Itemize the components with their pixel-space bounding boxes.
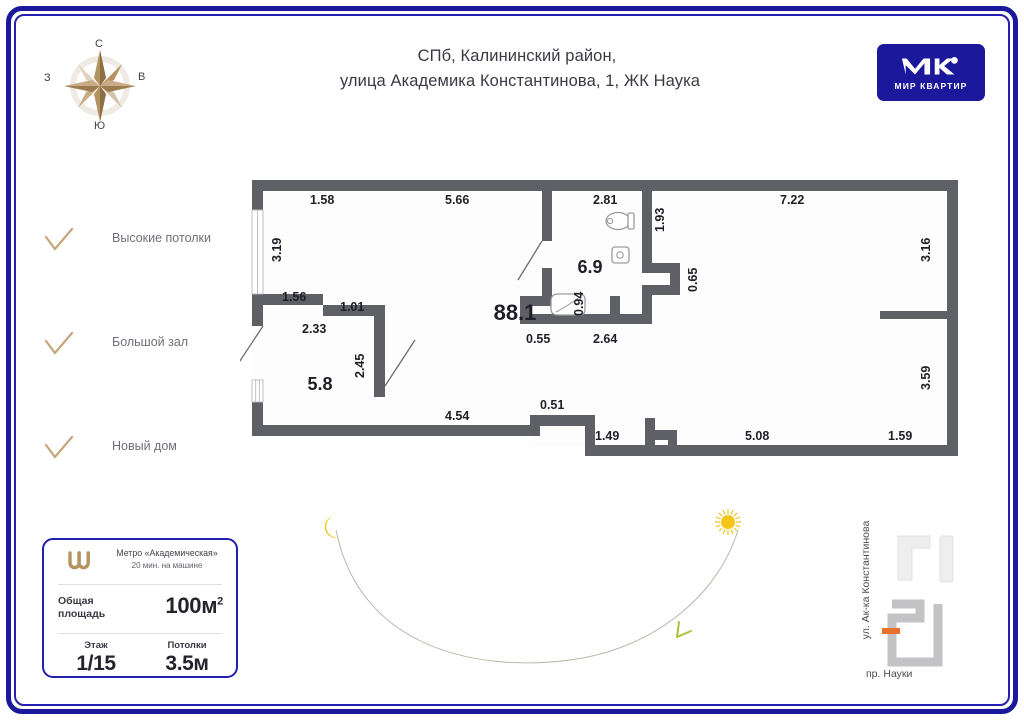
dim-5.66: 5.66 xyxy=(445,193,469,207)
feature-item-1: Большой зал xyxy=(44,332,254,436)
metro-texts: Метро «Академическая» 20 мин. на машине xyxy=(100,548,234,570)
mk-monogram-icon xyxy=(901,56,958,74)
floorplan-walls xyxy=(251,180,958,456)
room-area-labels: 88.1 6.9 5.8 xyxy=(307,257,602,394)
property-info-card: Метро «Академическая» 20 мин. на машине … xyxy=(42,538,238,678)
sink-icon xyxy=(611,246,630,264)
card-divider-2 xyxy=(58,633,222,634)
floor-cell: Этаж 1/15 xyxy=(56,640,136,676)
metro-travel-time: 20 мин. на машине xyxy=(131,561,203,570)
floor-ceiling-row: Этаж 1/15 Потолки 3.5м xyxy=(44,634,236,682)
compass-label-west: З xyxy=(44,72,51,84)
sun-icon xyxy=(715,509,741,535)
check-icon xyxy=(44,436,74,459)
dim-5.08: 5.08 xyxy=(745,429,769,443)
dim-0.94: 0.94 xyxy=(572,292,586,316)
dim-1.01: 1.01 xyxy=(340,300,364,314)
compass-label-east: В xyxy=(138,71,146,83)
metro-station-name: Метро «Академическая» xyxy=(116,548,218,558)
dim-0.65: 0.65 xyxy=(686,268,700,292)
feature-label-2: Новый дом xyxy=(112,439,177,453)
title-line-1: СПб, Калининский район, xyxy=(417,47,617,65)
feature-label-1: Большой зал xyxy=(112,335,189,349)
dim-3.59: 3.59 xyxy=(919,366,933,390)
floor-label: Этаж xyxy=(84,640,108,651)
dim-0.51: 0.51 xyxy=(540,398,564,412)
building-shape-u xyxy=(887,599,943,667)
card-divider xyxy=(58,584,222,585)
dim-1.93: 1.93 xyxy=(653,208,667,232)
building-shape-1 xyxy=(897,535,931,581)
dim-1.58: 1.58 xyxy=(310,193,334,207)
door-leader-lines xyxy=(240,240,543,387)
dim-3.19: 3.19 xyxy=(270,238,284,262)
dim-3.16: 3.16 xyxy=(919,238,933,262)
toilet-icon xyxy=(605,211,635,231)
dimension-labels: 1.58 5.66 2.81 7.22 3.19 3.16 1.93 0.65 … xyxy=(270,193,933,443)
dim-2.64: 2.64 xyxy=(593,332,617,346)
check-icon xyxy=(44,332,74,355)
compass-label-north: С xyxy=(95,38,103,50)
feature-item-0: Высокие потолки xyxy=(44,228,254,332)
door-icon xyxy=(517,240,543,281)
dim-0.55: 0.55 xyxy=(526,332,550,346)
feature-item-2: Новый дом xyxy=(44,436,254,540)
check-icon xyxy=(44,228,74,251)
total-area-label-line2: площадь xyxy=(58,608,106,621)
ceiling-label: Потолки xyxy=(167,640,207,651)
total-area-row: Общая площадь 100м2 xyxy=(44,585,236,631)
window-icon xyxy=(251,209,264,295)
dim-2.33: 2.33 xyxy=(302,322,326,336)
brand-logo[interactable]: МИР КВАРТИР xyxy=(877,44,985,101)
compass-label-south: Ю xyxy=(94,120,106,132)
building-shape-2 xyxy=(939,535,954,583)
room-area-hall: 5.8 xyxy=(307,374,332,394)
door-icon xyxy=(240,325,264,363)
dim-1.56: 1.56 xyxy=(282,290,306,304)
window-icon xyxy=(251,379,264,403)
feature-label-0: Высокие потолки xyxy=(112,231,211,245)
total-area-value: 100м2 xyxy=(165,593,223,619)
dim-2.81: 2.81 xyxy=(593,193,617,207)
floorplan-drawing: 88.1 6.9 5.8 1.58 5.66 2.81 7.22 3.19 3.… xyxy=(240,168,970,468)
room-area-living: 88.1 xyxy=(494,300,537,325)
location-minimap: ул. Ак-ка Константинова пр. Науки xyxy=(820,518,990,688)
metro-m-icon xyxy=(68,551,90,570)
street-label-vertical: ул. Ак-ка Константинова xyxy=(860,520,872,640)
moon-icon xyxy=(324,516,340,538)
logo-text: МИР КВАРТИР xyxy=(894,80,968,91)
dim-2.45: 2.45 xyxy=(353,354,367,378)
ceiling-value: 3.5м xyxy=(165,652,209,675)
title-line-2: улица Академика Константинова, 1, ЖК Нау… xyxy=(339,71,701,90)
room-area-bath: 6.9 xyxy=(577,257,602,277)
entrance-marker xyxy=(882,628,900,634)
floor-value: 1/15 xyxy=(76,652,116,675)
total-area-number: 100м xyxy=(165,593,218,618)
feature-list: Высокие потолки Большой зал Новый дом xyxy=(44,228,254,540)
sun-path-arc xyxy=(335,529,739,664)
page-title: СПб, Калининский район, улица Академика … xyxy=(300,44,740,94)
total-area-label-line1: Общая xyxy=(58,595,94,607)
compass-rose: С В Ю З xyxy=(44,28,156,144)
total-area-label: Общая площадь xyxy=(58,595,105,621)
bathtub-icon xyxy=(550,293,586,316)
metro-row: Метро «Академическая» 20 мин. на машине xyxy=(44,540,236,582)
dim-4.54: 4.54 xyxy=(445,409,469,423)
minimap-buildings xyxy=(882,535,954,667)
sun-path-diagram xyxy=(300,500,780,670)
door-icon xyxy=(384,339,416,387)
dim-7.22: 7.22 xyxy=(780,193,804,207)
bathroom-fixtures xyxy=(550,211,635,316)
street-label-horizontal: пр. Науки xyxy=(866,668,913,680)
ceiling-cell: Потолки 3.5м xyxy=(144,640,230,676)
dim-1.49: 1.49 xyxy=(595,429,619,443)
total-area-unit: 2 xyxy=(217,595,223,608)
dim-1.59: 1.59 xyxy=(888,429,912,443)
arrow-icon xyxy=(676,621,692,638)
